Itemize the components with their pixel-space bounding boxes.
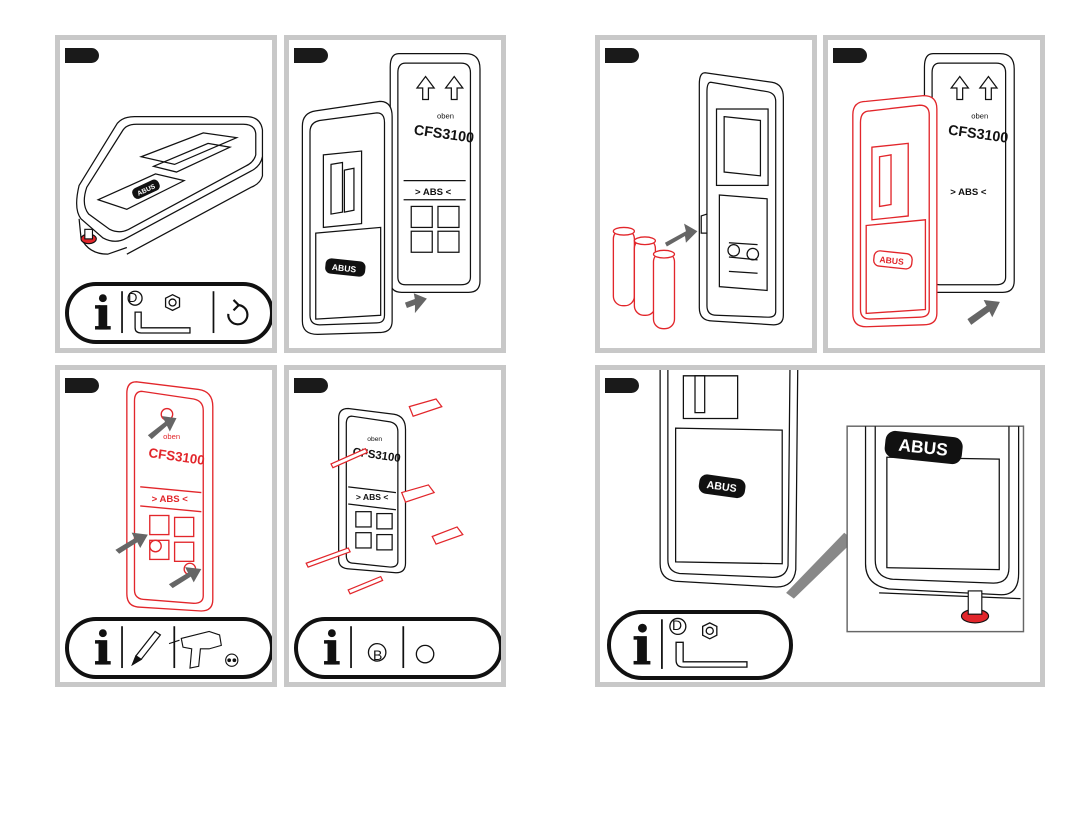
step-panel-5: oben CFS3100 > ABS < xyxy=(55,365,277,687)
hex-nut-icon xyxy=(703,623,717,639)
device-mid-text: > ABS < xyxy=(152,494,189,505)
remove-cover-illustration: oben CFS3100 > ABS < ABUS xyxy=(289,40,501,348)
step-panel-1: ABUS xyxy=(55,35,277,353)
rotate-counterclockwise-icon xyxy=(228,300,247,324)
circle-icon xyxy=(416,645,433,662)
step-panel-6: oben CFS3100 > ABS < xyxy=(284,365,506,687)
info-toolbar: B xyxy=(294,617,503,679)
device-mid-text: > ABS < xyxy=(950,187,987,198)
hex-screw-icon xyxy=(81,229,96,243)
info-icon xyxy=(634,624,651,665)
device-top-text: oben xyxy=(437,112,454,121)
pencil-icon xyxy=(132,631,160,664)
device-model-label: CFS3100 xyxy=(413,122,475,146)
hex-nut-icon xyxy=(166,295,180,311)
attach-cover-illustration: oben CFS3100 > ABS < ABUS xyxy=(828,40,1040,348)
info-icon xyxy=(95,629,111,664)
info-icon xyxy=(324,629,340,664)
device-model-label: CFS3100 xyxy=(148,445,206,468)
step-panel-2: oben CFS3100 > ABS < ABUS xyxy=(284,35,506,353)
device-top-text: oben xyxy=(971,112,988,121)
drill-icon xyxy=(169,631,221,668)
bit-letter: B xyxy=(373,647,382,663)
arrow-icon xyxy=(665,224,697,247)
step-panel-7: ABUS ABUS xyxy=(595,365,1045,687)
device-mid-text: > ABS < xyxy=(415,187,452,198)
step-panel-3 xyxy=(595,35,817,353)
hex-key-letter: D xyxy=(128,290,137,305)
info-icon xyxy=(95,294,111,329)
device-model-label: CFS3100 xyxy=(947,122,1009,146)
info-toolbar: D xyxy=(65,282,274,344)
device-top-text: oben xyxy=(367,436,382,443)
hex-key-icon xyxy=(676,642,747,667)
insert-batteries-illustration xyxy=(600,40,812,348)
hex-key-letter: D xyxy=(672,617,682,633)
info-toolbar: D xyxy=(607,610,793,680)
device-mid-text: > ABS < xyxy=(356,492,389,502)
info-toolbar xyxy=(65,617,274,679)
screwdriver-bit-icon xyxy=(226,654,238,666)
step-panel-4: oben CFS3100 > ABS < ABUS xyxy=(823,35,1045,353)
arrow-icon xyxy=(967,300,999,325)
device-top-text: oben xyxy=(163,432,180,441)
arrow-icon xyxy=(403,290,430,315)
hex-key-icon xyxy=(135,312,190,333)
